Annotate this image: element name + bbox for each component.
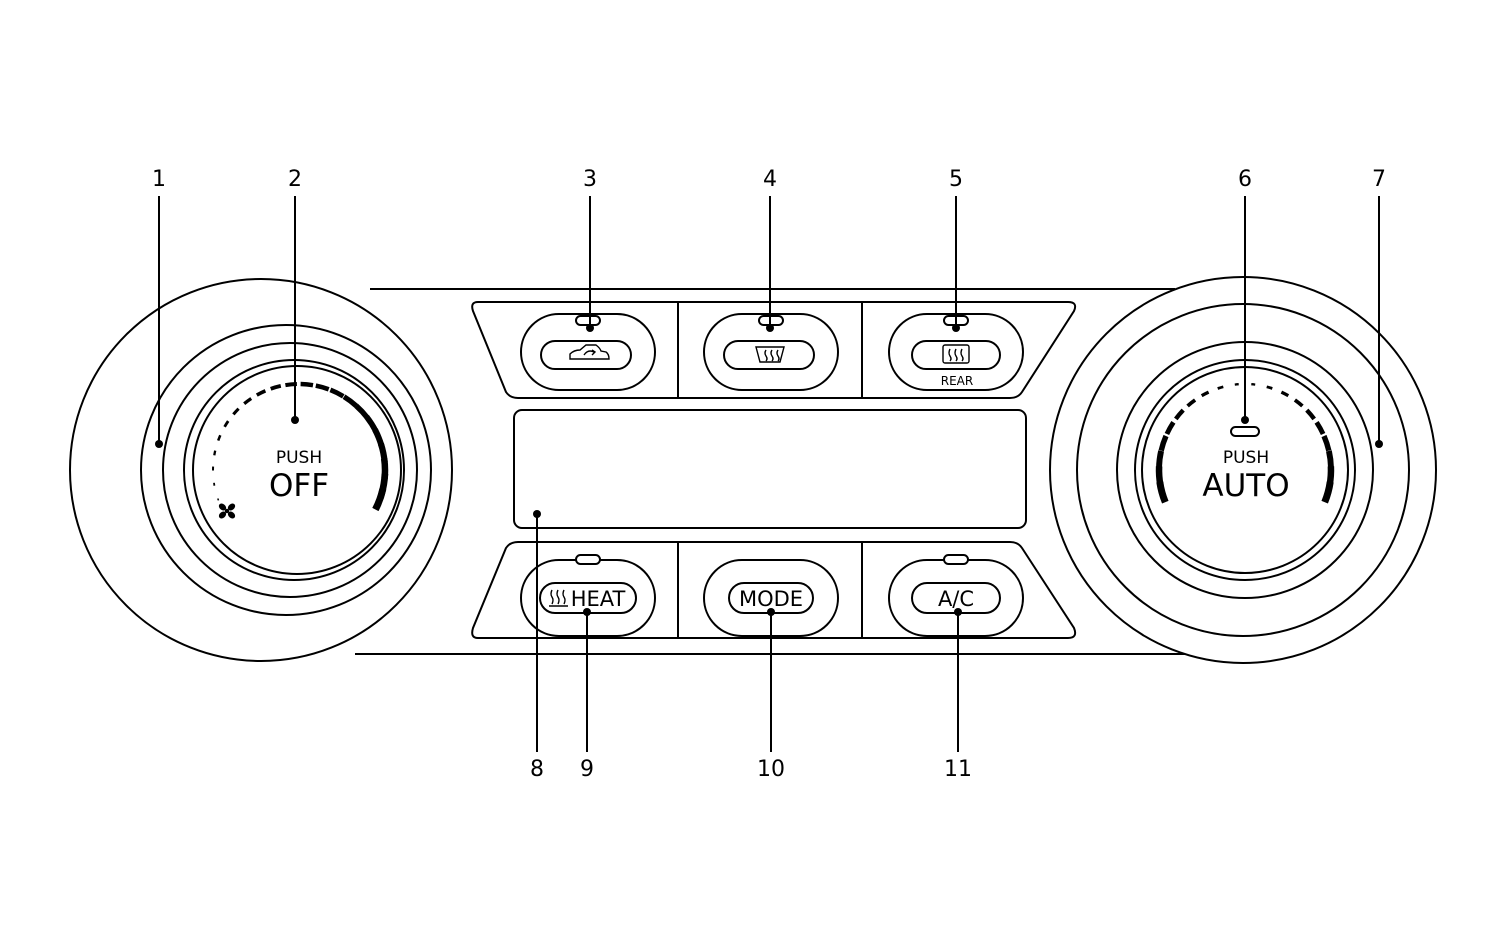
heat-indicator-light <box>576 555 600 564</box>
callout-3: 3 <box>583 167 597 192</box>
ac-button[interactable]: A/C <box>889 555 1023 636</box>
callout-6: 6 <box>1238 167 1252 192</box>
right-knob-push-label: PUSH <box>1223 448 1269 468</box>
temp-scale-tick <box>1329 451 1331 468</box>
fan-scale-tick <box>301 384 313 385</box>
auto-indicator-light <box>1231 427 1259 436</box>
callout-11: 11 <box>944 757 972 782</box>
callout-5: 5 <box>949 167 963 192</box>
callout-1: 1 <box>152 167 166 192</box>
callout-7: 7 <box>1372 167 1386 192</box>
callout-4: 4 <box>763 167 777 192</box>
fan-scale-tick <box>218 499 219 501</box>
mode-button-label: MODE <box>739 587 803 611</box>
temp-scale-tick <box>1267 387 1273 389</box>
callout-10: 10 <box>757 757 785 782</box>
display-screen <box>514 410 1026 528</box>
ac-button-label: A/C <box>938 587 974 611</box>
left-knob-off-label: OFF <box>269 468 329 504</box>
right-knob-auto-label: AUTO <box>1202 468 1289 504</box>
left-knob-push-label: PUSH <box>276 448 322 468</box>
callout-9: 9 <box>580 757 594 782</box>
ac-indicator-light <box>944 555 968 564</box>
callout-2: 2 <box>288 167 302 192</box>
recirculation-indicator-light <box>576 316 600 325</box>
fan-speed-knob[interactable]: PUSH OFF <box>70 279 452 661</box>
heat-button-label: HEAT <box>571 587 626 611</box>
callout-8: 8 <box>530 757 544 782</box>
fan-scale-tick <box>214 451 215 456</box>
temp-scale-tick <box>1159 466 1160 485</box>
rear-label: REAR <box>941 374 973 388</box>
temp-scale-tick <box>1218 387 1224 389</box>
temp-scale-tick <box>1159 451 1161 468</box>
